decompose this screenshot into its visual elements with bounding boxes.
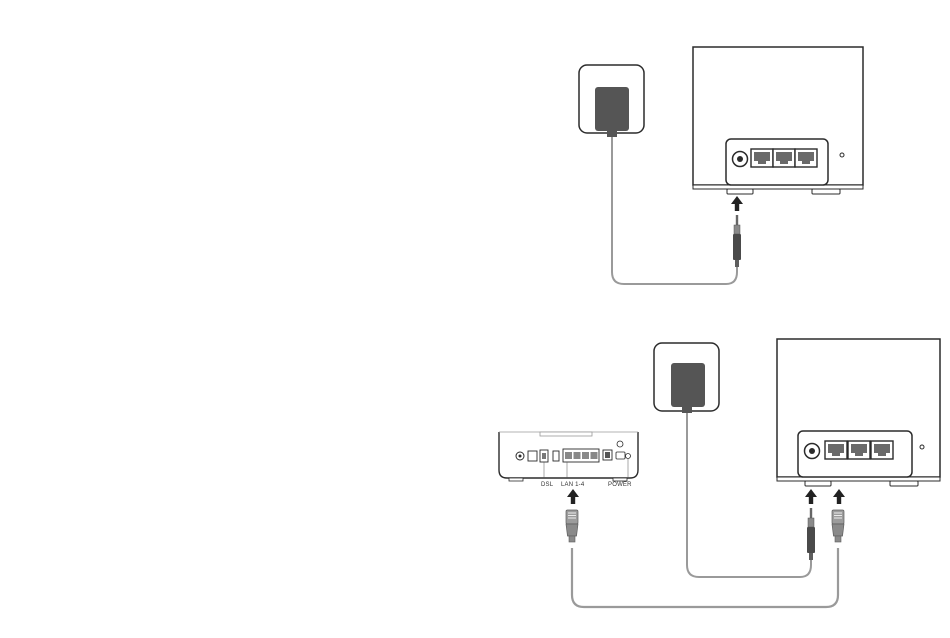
- dc-plug-bottom: [807, 508, 815, 560]
- router-bottom: [777, 339, 940, 486]
- label-power: POWER: [608, 482, 632, 488]
- ethernet-plug-router: [832, 510, 844, 542]
- power-jack-top: [733, 152, 748, 167]
- label-dsl: DSL: [541, 482, 554, 488]
- arrow-up-icon: [833, 489, 845, 504]
- power-jack-bottom: [805, 444, 820, 459]
- router-top: [693, 47, 863, 194]
- ethernet-plug-modem: [566, 510, 578, 542]
- power-adapter-bottom: [671, 363, 705, 413]
- dsl-modem: DSL LAN 1-4 POWER: [499, 432, 638, 488]
- label-lan: LAN 1-4: [561, 482, 585, 488]
- arrow-up-icon: [731, 196, 743, 211]
- arrow-up-icon: [567, 489, 579, 504]
- lan-ports-bottom: [825, 441, 893, 459]
- bottom-panel: DSL LAN 1-4 POWER: [499, 339, 940, 607]
- dc-plug-top: [733, 215, 741, 267]
- arrow-up-icon: [805, 489, 817, 504]
- power-adapter-top: [595, 87, 629, 137]
- top-panel: [579, 47, 863, 284]
- lan-ports-top: [751, 149, 817, 167]
